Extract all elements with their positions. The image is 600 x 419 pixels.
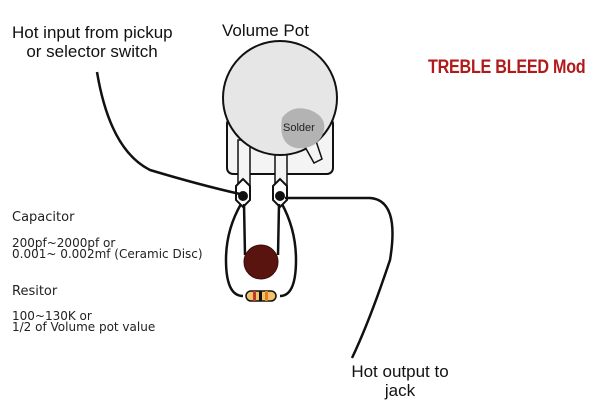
resistor-lead-left	[224, 203, 244, 298]
ceramic-capacitor	[243, 244, 279, 280]
pot-lugs	[235, 177, 288, 209]
capacitor-spec-line: 200pf~2000pf or	[12, 236, 116, 250]
solder-label: Solder	[283, 122, 315, 134]
capacitor-lead-left	[242, 203, 247, 256]
capacitor-lead-right	[276, 203, 281, 256]
output-label: Hot output to jack	[336, 362, 464, 400]
input-label-line: Hot input from pickup	[12, 23, 173, 42]
output-label-line: jack	[384, 381, 416, 400]
resistor-heading: Resitor	[12, 284, 58, 299]
capacitor-spec: 200pf~2000pf or 0.001~ 0.002mf (Ceramic …	[12, 236, 203, 261]
resistor-lead-right	[279, 203, 298, 298]
capacitor-heading: Capacitor	[12, 210, 75, 225]
input-label-line: or selector switch	[26, 42, 158, 61]
output-wire	[285, 196, 394, 359]
resistor-spec-line: 1/2 of Volume pot value	[12, 320, 156, 334]
resistor	[245, 290, 277, 302]
input-wire	[95, 71, 241, 196]
output-label-line: Hot output to	[351, 362, 449, 381]
resistor-spec: 100~130K or 1/2 of Volume pot value	[12, 309, 156, 334]
input-label: Hot input from pickup or selector switch	[12, 23, 173, 61]
wires	[95, 71, 394, 359]
diagram-title: TREBLE BLEED Mod	[428, 57, 586, 78]
pot-label: Volume Pot	[222, 21, 309, 40]
resistor-spec-line: 100~130K or	[12, 309, 92, 323]
solder-blob	[281, 108, 325, 149]
volume-pot	[222, 40, 338, 189]
capacitor-spec-line: 0.001~ 0.002mf (Ceramic Disc)	[12, 247, 203, 261]
